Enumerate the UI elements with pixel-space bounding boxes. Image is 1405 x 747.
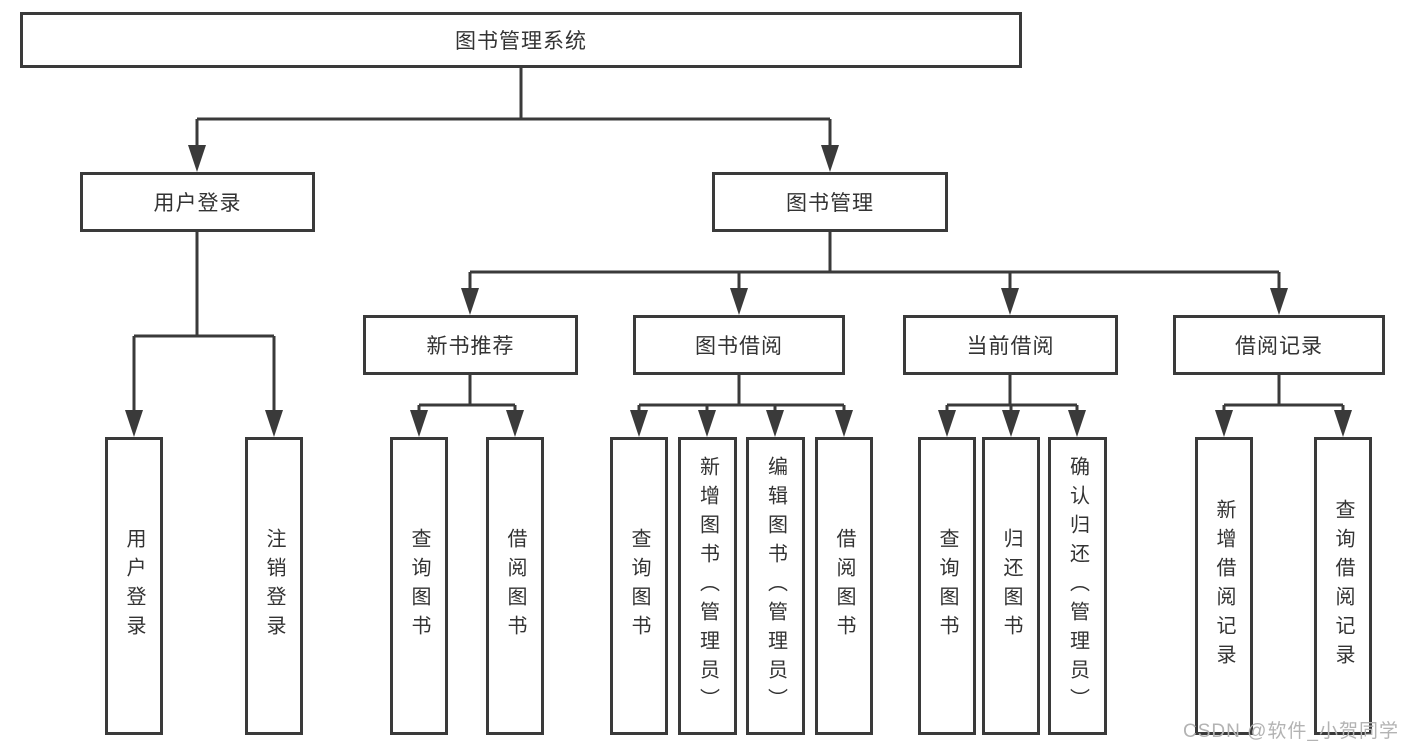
node-root-label: 图书管理系统 xyxy=(455,30,587,53)
arrowhead-icon xyxy=(1068,410,1086,437)
arrowhead-icon xyxy=(698,410,716,437)
node-user-login-label: 用户登录 xyxy=(153,192,242,215)
arrowhead-icon xyxy=(835,410,853,437)
arrowhead-icon xyxy=(410,410,428,437)
arrowhead-icon xyxy=(1001,288,1019,315)
arrowhead-icon xyxy=(766,410,784,437)
arrowhead-icon xyxy=(730,288,748,315)
connector-borrowing-records-children xyxy=(1222,375,1345,412)
leaf-label: 借阅图书 xyxy=(504,528,526,644)
leaf-label: 查询图书 xyxy=(936,528,958,644)
leaf-label: 编辑图书（管理员） xyxy=(764,455,787,717)
leaf-add-books-admin: 新增图书（管理员） xyxy=(678,437,737,735)
connector-new-book-recommendation-children xyxy=(417,375,517,412)
leaf-label: 归还图书 xyxy=(1000,528,1022,644)
leaf-label: 新增借阅记录 xyxy=(1213,499,1235,673)
arrowhead-icon xyxy=(1215,410,1233,437)
node-book-management: 图书管理 xyxy=(712,172,948,232)
node-borrowing-records-label: 借阅记录 xyxy=(1235,335,1323,358)
leaf-query-books-borrowing: 查询图书 xyxy=(610,437,668,735)
arrowhead-icon xyxy=(1002,410,1020,437)
leaf-label: 查询图书 xyxy=(408,528,430,644)
connector-root-to-level2 xyxy=(195,68,832,148)
leaf-add-borrow-record: 新增借阅记录 xyxy=(1195,437,1253,735)
arrowhead-icon xyxy=(461,288,479,315)
connector-current-borrowing-children xyxy=(945,375,1079,412)
arrowhead-icon xyxy=(630,410,648,437)
leaf-borrow-books-recommend: 借阅图书 xyxy=(486,437,544,735)
leaf-edit-books-admin: 编辑图书（管理员） xyxy=(746,437,805,735)
leaf-query-books-current: 查询图书 xyxy=(918,437,976,735)
node-new-book-recommendation: 新书推荐 xyxy=(363,315,578,375)
leaf-borrow-books-borrowing: 借阅图书 xyxy=(815,437,873,735)
arrowhead-icon xyxy=(506,410,524,437)
arrowhead-icon xyxy=(1270,288,1288,315)
arrowhead-icon xyxy=(938,410,956,437)
leaf-logout: 注销登录 xyxy=(245,437,303,735)
arrowhead-icon xyxy=(188,145,206,172)
leaf-label: 用户登录 xyxy=(123,528,145,644)
node-root: 图书管理系统 xyxy=(20,12,1022,68)
node-book-borrowing: 图书借阅 xyxy=(633,315,845,375)
arrowhead-icon xyxy=(125,410,143,437)
leaf-confirm-return-admin: 确认归还（管理员） xyxy=(1048,437,1107,735)
leaf-label: 查询借阅记录 xyxy=(1332,499,1354,673)
leaf-return-books: 归还图书 xyxy=(982,437,1040,735)
connector-user-login-children xyxy=(132,232,276,412)
leaf-user-login: 用户登录 xyxy=(105,437,163,735)
node-new-book-recommendation-label: 新书推荐 xyxy=(426,335,515,358)
leaf-label: 查询图书 xyxy=(628,528,650,644)
leaf-query-borrow-record: 查询借阅记录 xyxy=(1314,437,1372,735)
leaf-label: 注销登录 xyxy=(263,528,285,644)
connector-book-borrowing-children xyxy=(637,375,846,412)
node-book-management-label: 图书管理 xyxy=(786,192,874,215)
node-book-borrowing-label: 图书借阅 xyxy=(695,335,783,358)
node-current-borrowing: 当前借阅 xyxy=(903,315,1118,375)
connector-book-management-children xyxy=(468,232,1281,290)
node-borrowing-records: 借阅记录 xyxy=(1173,315,1385,375)
arrowhead-icon xyxy=(1334,410,1352,437)
node-current-borrowing-label: 当前借阅 xyxy=(966,335,1055,358)
arrowhead-icon xyxy=(821,145,839,172)
arrowhead-icon xyxy=(265,410,283,437)
leaf-query-books-recommend: 查询图书 xyxy=(390,437,448,735)
leaf-label: 借阅图书 xyxy=(833,528,855,644)
leaf-label: 确认归还（管理员） xyxy=(1066,455,1089,717)
leaf-label: 新增图书（管理员） xyxy=(696,455,719,717)
node-user-login: 用户登录 xyxy=(80,172,315,232)
